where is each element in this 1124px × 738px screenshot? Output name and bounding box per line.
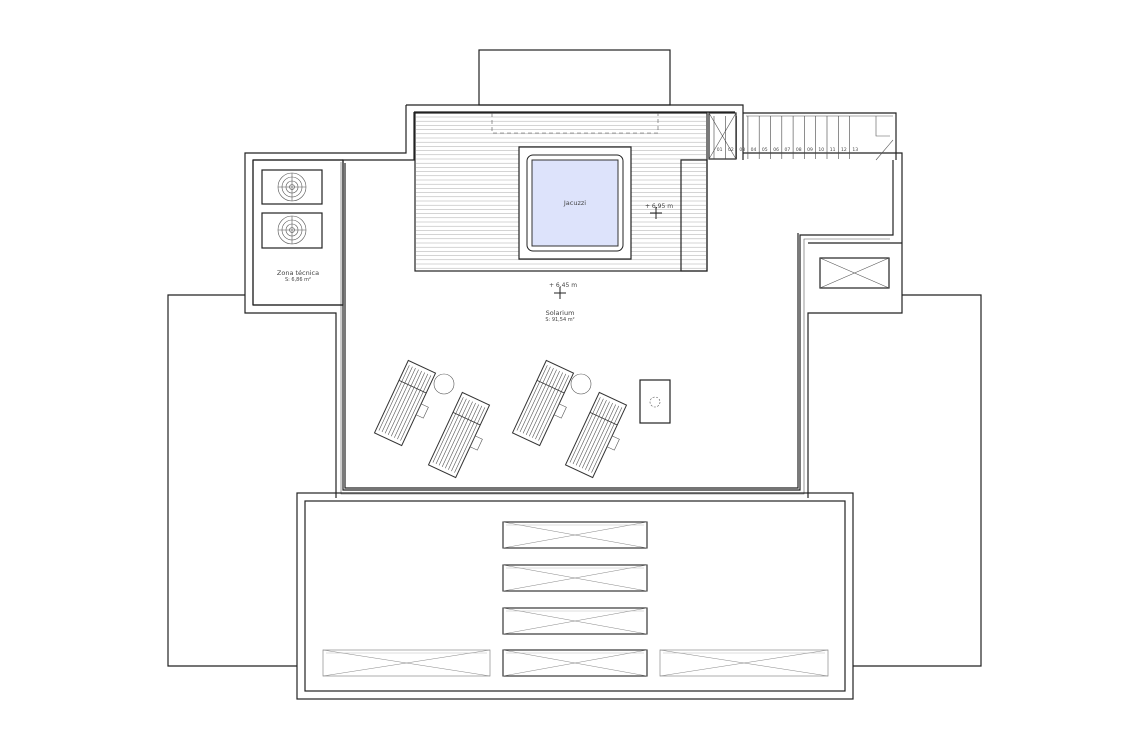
stair-step-number: 08	[796, 147, 802, 153]
stair-step-number: 13	[852, 147, 858, 153]
jacuzzi: Jacuzzi	[518, 146, 632, 260]
level-marker-solarium: + 6,45 m	[549, 282, 577, 299]
stair-step-number: 12	[841, 147, 847, 153]
stair-step-number: 03	[739, 147, 745, 153]
jacuzzi-water	[531, 159, 619, 247]
stair-step-number: 09	[807, 147, 813, 153]
stair-step-number: 06	[773, 147, 779, 153]
skylight	[322, 649, 491, 677]
solarium-area: S: 91,54 m²	[545, 317, 574, 323]
table-icon	[639, 379, 671, 424]
stair-step-number: 05	[762, 147, 768, 153]
stair-step-number: 02	[728, 147, 734, 153]
skylight	[502, 521, 648, 549]
side-table-icon	[433, 373, 455, 395]
side-table-icon	[570, 373, 592, 395]
stair-step-number: 04	[751, 147, 757, 153]
skylight	[502, 649, 648, 677]
sun-lounger-icon	[427, 391, 491, 479]
stair-step-number: 01	[717, 147, 723, 153]
ac-unit-icon	[261, 169, 323, 205]
skylight	[659, 649, 829, 677]
level-marker-deck: + 6,95 m	[645, 203, 673, 219]
ac-unit-icon	[261, 212, 323, 249]
stair-step-number: 07	[785, 147, 791, 153]
technical-zone: Zona técnica S: 6,86 m²	[252, 159, 344, 306]
level-solarium-text: + 6,45 m	[549, 282, 577, 289]
stair-step-number: 10	[818, 147, 824, 153]
left-wing	[167, 294, 297, 667]
lower-block	[296, 492, 854, 700]
technical-zone-area: S: 6,86 m²	[285, 277, 311, 283]
level-deck-text: + 6,95 m	[645, 203, 673, 210]
sun-lounger-icon	[373, 359, 437, 447]
stair-step-number: 11	[830, 147, 836, 153]
sun-loungers	[373, 359, 628, 479]
skylight	[502, 564, 648, 592]
right-wing	[853, 294, 982, 667]
technical-zone-label: Zona técnica	[277, 269, 319, 277]
skylight	[502, 607, 648, 635]
sun-lounger-icon	[511, 359, 575, 447]
right-skylight	[819, 257, 890, 289]
upper-block-outline	[244, 104, 903, 498]
skylights	[322, 521, 829, 677]
solarium-label: Solarium	[546, 309, 575, 317]
roof-box	[478, 49, 671, 106]
jacuzzi-label: Jacuzzi	[563, 199, 586, 207]
stair-treads: 01 02 03 04 05 06 07 08 09 10 11 12 13	[713, 116, 858, 159]
sun-lounger-icon	[564, 391, 628, 479]
stairs: 01 02 03 04 05 06 07 08 09 10 11 12 13	[708, 112, 897, 161]
